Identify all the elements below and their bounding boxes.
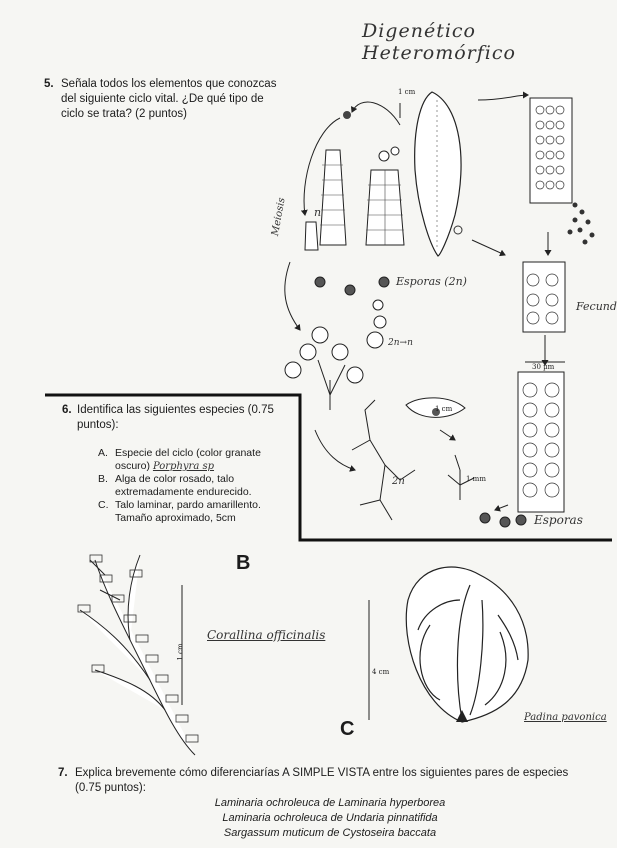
species-pair-2: Laminaria ochroleuca de Undaria pinnatif… [120,811,540,826]
conchocelis-filaments [318,360,474,520]
annotation-fecund: Fecund [576,300,617,313]
question-6-text: Identifica las siguientes especies (0.75… [77,403,292,433]
spores-2n [315,277,389,295]
b-scale-label: 1 cm [177,643,185,660]
option-c: C. Talo laminar, pardo amarillento. Tama… [98,499,278,525]
question-7-number: 7. [58,766,68,781]
figure-label-b: B [236,552,250,575]
question-6-number: 6. [62,403,72,418]
b-answer: Corallina officinalis [207,628,325,642]
option-c-text: Talo laminar, pardo amarillento. Tamaño … [115,499,278,525]
question-7-text: Explica brevemente cómo diferenciarías A… [75,766,588,796]
padina-drawing [406,567,528,722]
species-pair-3: Sargassum muticum de Cystoseira baccata [120,826,540,841]
scale-micro: 30 µm [532,363,554,371]
blade-thallus [415,92,462,256]
species-pairs: Laminaria ochroleuca de Laminaria hyperb… [120,796,540,841]
scale-top: 1 cm [398,88,415,96]
annotation-2n-n: 2n→n [388,338,413,348]
annotation-esporas: Esporas [534,513,583,527]
c-answer: Padina pavonica [524,712,607,723]
figure-label-c: C [340,718,354,741]
scale-blade: 1 cm [435,405,452,413]
species-pair-1: Laminaria ochroleuca de Laminaria hyperb… [120,796,540,811]
spores-bottom [480,513,526,527]
annotation-n: n [314,206,321,219]
option-a-letter: A. [98,447,108,460]
option-c-letter: C. [98,499,109,512]
annotation-esporas-2n: Esporas (2n) [396,275,467,288]
scale-small: 1 mm [466,475,486,483]
option-b-letter: B. [98,473,108,486]
option-b-text: Alga de color rosado, talo extremadament… [115,473,278,499]
question-7: 7. Explica brevemente cómo diferenciaría… [58,766,588,796]
option-b: B. Alga de color rosado, talo extremadam… [98,473,278,499]
option-a-answer: Porphyra sp [153,461,214,472]
option-a: A. Especie del ciclo (color granate oscu… [98,447,278,473]
c-scale-label: 4 cm [372,668,389,676]
question-6: 6. Identifica las siguientes especies (0… [62,403,292,433]
annotation-2n: 2n [392,476,405,487]
